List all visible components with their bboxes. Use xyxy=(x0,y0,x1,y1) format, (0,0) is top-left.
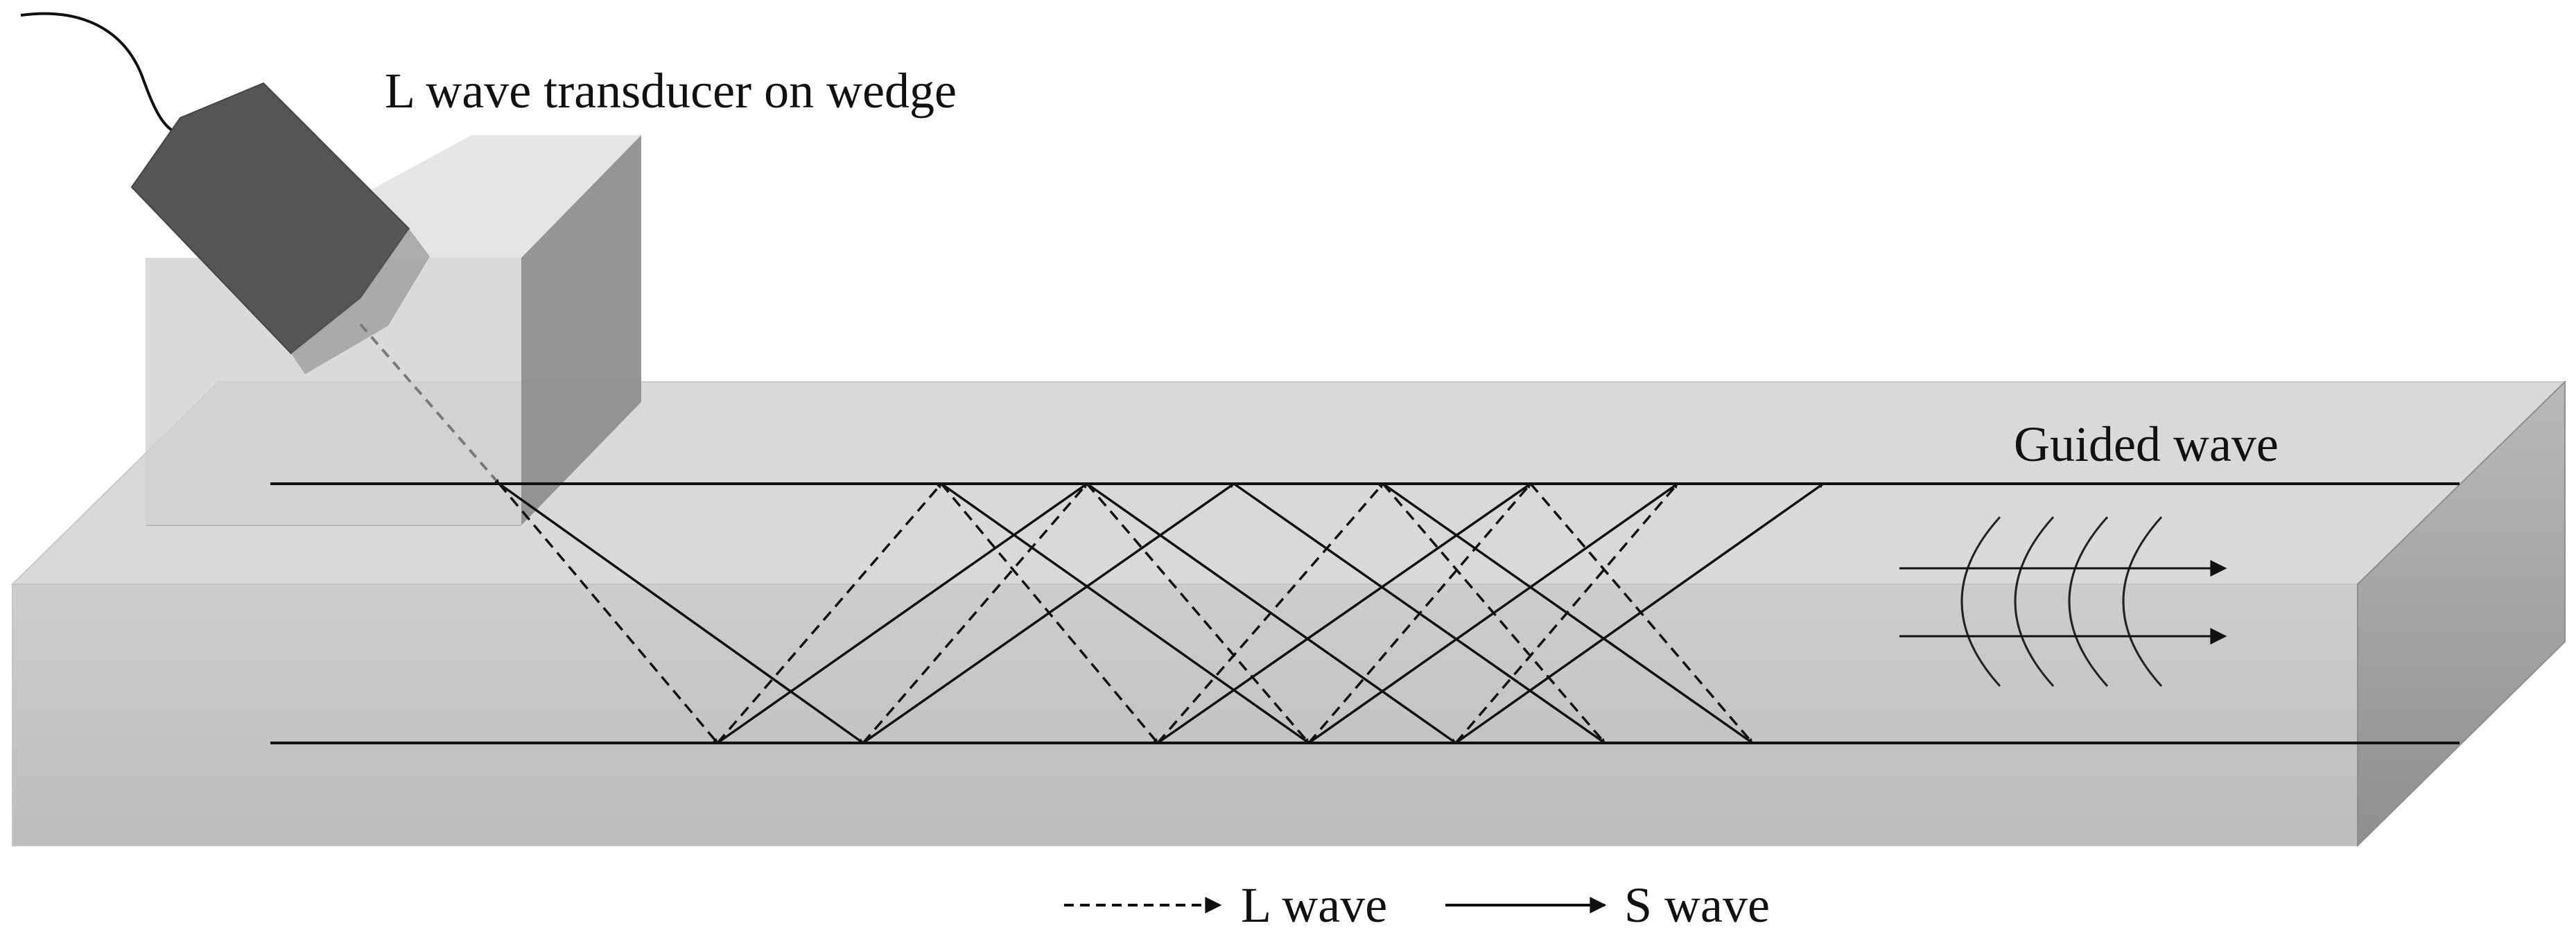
ray-paths xyxy=(498,482,1825,744)
block-side-face xyxy=(2357,380,2566,848)
s-ray xyxy=(862,482,1235,744)
legend-l-wave-label: L wave xyxy=(1241,877,1387,933)
guided-wave-symbol xyxy=(1960,516,2163,688)
l-ray xyxy=(862,482,1088,744)
s-ray xyxy=(940,482,1310,744)
legend-s-wave-label: S wave xyxy=(1624,877,1770,933)
s-ray xyxy=(1454,482,1825,744)
transducer xyxy=(20,12,430,374)
guided-wave-label: Guided wave xyxy=(2014,417,2279,472)
incident-beam xyxy=(359,323,501,485)
s-ray xyxy=(1382,482,1754,744)
legend: L wave S wave xyxy=(1064,877,1770,933)
s-ray xyxy=(1157,482,1531,744)
block-front-face xyxy=(12,584,2358,846)
l-ray xyxy=(1086,482,1310,744)
s-ray xyxy=(1086,482,1457,744)
s-wave-rays xyxy=(498,482,1825,744)
specimen-block xyxy=(10,380,2567,848)
l-ray xyxy=(716,482,943,744)
s-ray xyxy=(716,482,1088,744)
transducer-face xyxy=(291,229,430,374)
l-ray xyxy=(498,482,719,744)
transducer-label: L wave transducer on wedge xyxy=(385,63,957,119)
s-ray xyxy=(1307,482,1679,744)
guided-wave-arc xyxy=(1960,516,2001,688)
l-wave-rays xyxy=(498,482,1754,744)
guided-wave-arc xyxy=(2014,516,2055,688)
s-ray xyxy=(1233,482,1606,744)
guided-wave-arc xyxy=(2122,516,2163,688)
wedge-side-face xyxy=(521,135,641,525)
guided-wave-arc xyxy=(2068,516,2109,688)
s-ray xyxy=(498,482,864,744)
